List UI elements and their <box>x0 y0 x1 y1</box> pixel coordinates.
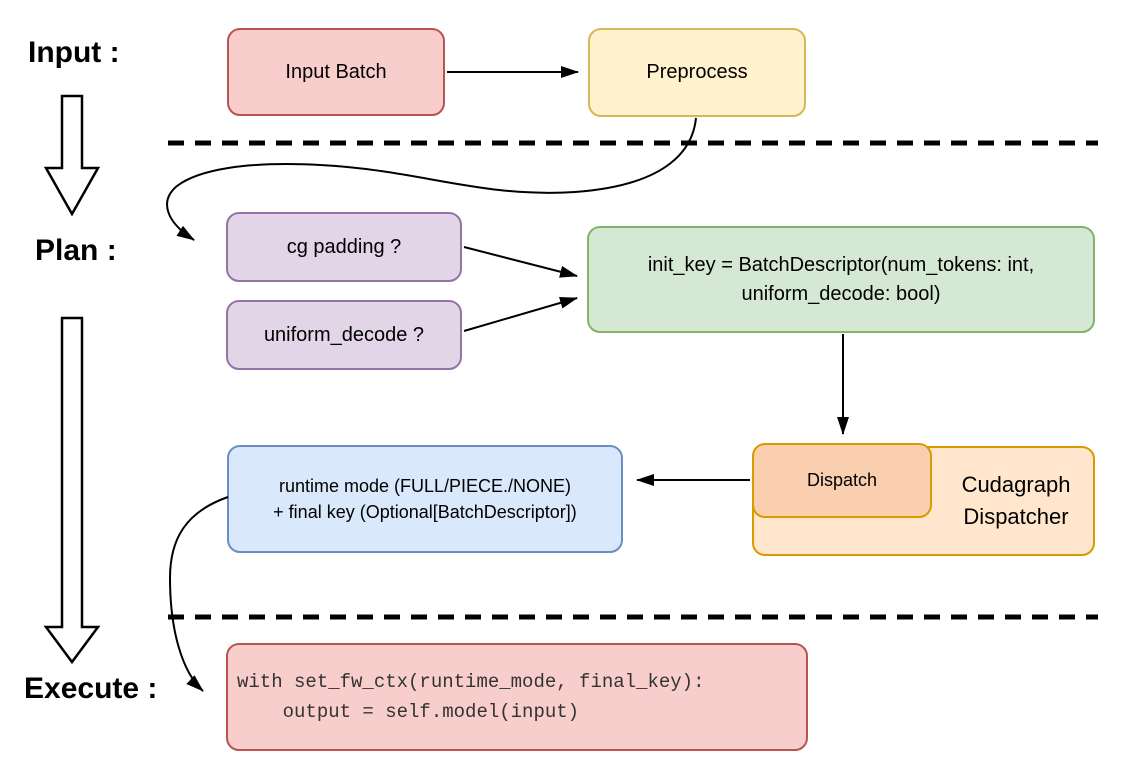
dispatch-node: Dispatch <box>752 443 932 518</box>
input-stage-arrow-icon <box>43 94 101 217</box>
input-batch-node: Input Batch <box>227 28 445 116</box>
stage-label-input: Input : <box>28 36 120 69</box>
cg-padding-node: cg padding ? <box>226 212 462 282</box>
execute-code-node: with set_fw_ctx(runtime_mode, final_key)… <box>226 643 808 751</box>
init-key-node: init_key = BatchDescriptor(num_tokens: i… <box>587 226 1095 333</box>
runtime-mode-node: runtime mode (FULL/PIECE./NONE) + final … <box>227 445 623 553</box>
arrow-uniform-decode-to-init-key <box>463 297 578 332</box>
preprocess-node: Preprocess <box>588 28 806 117</box>
cudagraph-dispatcher-label: Cudagraph Dispatcher <box>961 472 1071 529</box>
arrow-runtime-mode-to-execute <box>168 496 229 692</box>
stage-label-execute: Execute : <box>24 672 158 705</box>
stage-label-plan: Plan : <box>35 234 117 267</box>
plan-stage-arrow-icon <box>43 316 101 665</box>
arrow-cg-padding-to-init-key <box>463 246 578 278</box>
uniform-decode-node: uniform_decode ? <box>226 300 462 370</box>
